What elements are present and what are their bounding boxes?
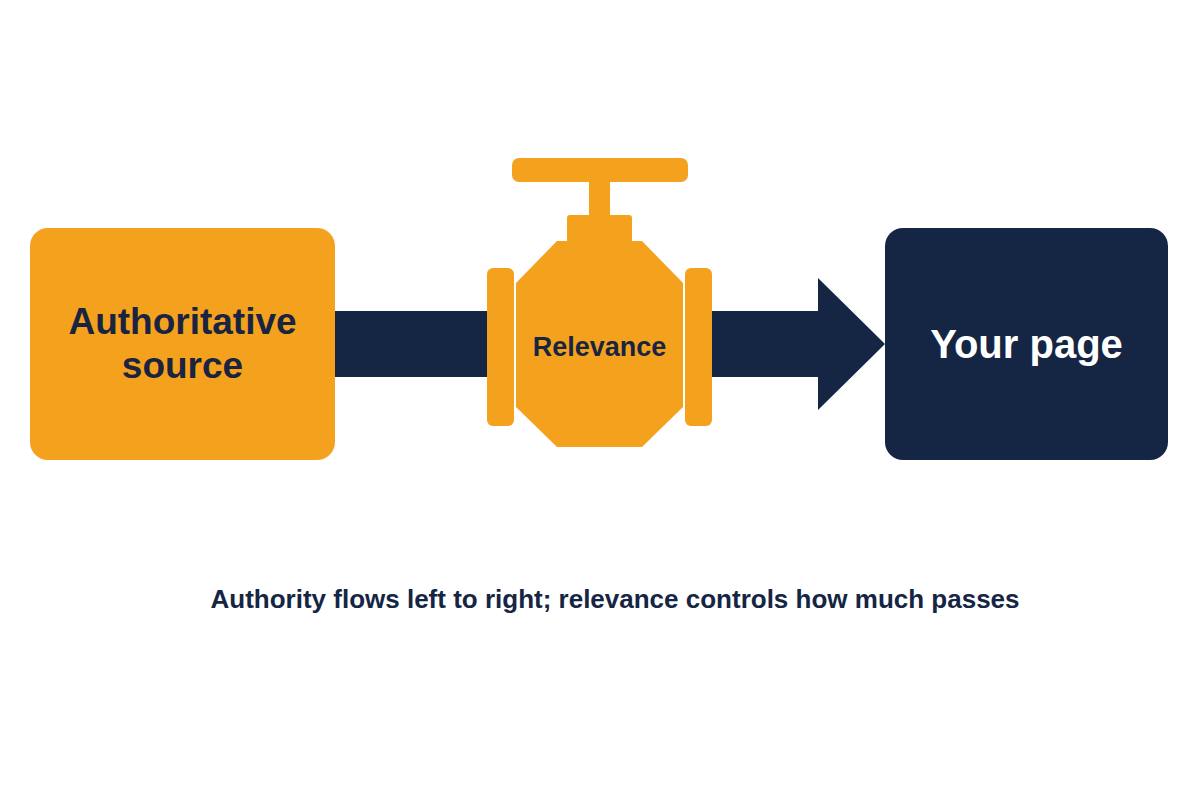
valve-body — [516, 241, 683, 447]
node-label-box: Your page — [895, 228, 1158, 460]
valve-node: Relevance — [487, 155, 712, 447]
node-label-box: Authoritative source — [42, 228, 323, 460]
source-box: Authoritative source — [30, 228, 335, 460]
valve-bonnet — [567, 215, 632, 243]
valve-flange — [487, 268, 514, 426]
valve-stem — [589, 180, 610, 218]
valve-symbol — [487, 155, 712, 447]
node-label: Your page — [930, 320, 1123, 368]
node-label-box: Relevance — [487, 323, 712, 371]
node-label: Authoritative source — [42, 300, 323, 389]
node-label: Relevance — [533, 331, 667, 363]
valve-flange — [685, 268, 712, 426]
caption: Authority flows left to right; relevance… — [30, 584, 1200, 615]
flow-connector — [335, 311, 487, 377]
target-box: Your page — [885, 228, 1168, 460]
flow-connector — [712, 278, 885, 410]
valve-handle — [512, 158, 688, 182]
